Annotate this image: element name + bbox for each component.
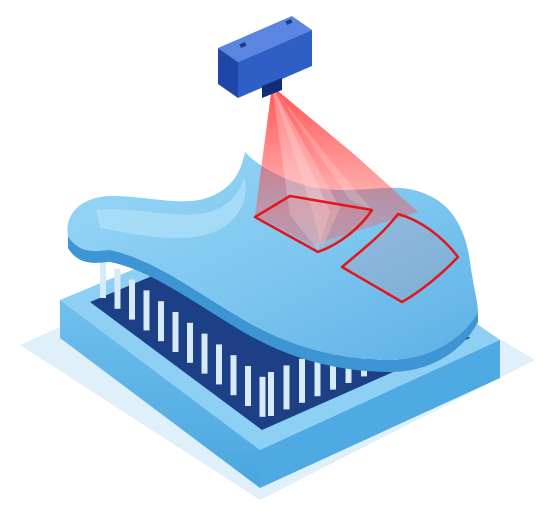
pin xyxy=(144,290,150,330)
pin xyxy=(231,355,237,395)
pin xyxy=(173,312,179,352)
pin xyxy=(245,366,251,406)
pin xyxy=(260,377,266,417)
pin xyxy=(129,280,135,320)
pin xyxy=(187,323,193,363)
pin xyxy=(284,365,290,409)
pin xyxy=(202,334,208,374)
pin xyxy=(158,301,164,341)
pin xyxy=(115,269,121,309)
pin xyxy=(299,359,305,403)
laser-sensor-icon xyxy=(218,16,312,98)
pin xyxy=(268,372,274,416)
pin xyxy=(216,344,222,384)
pin xyxy=(100,258,106,298)
